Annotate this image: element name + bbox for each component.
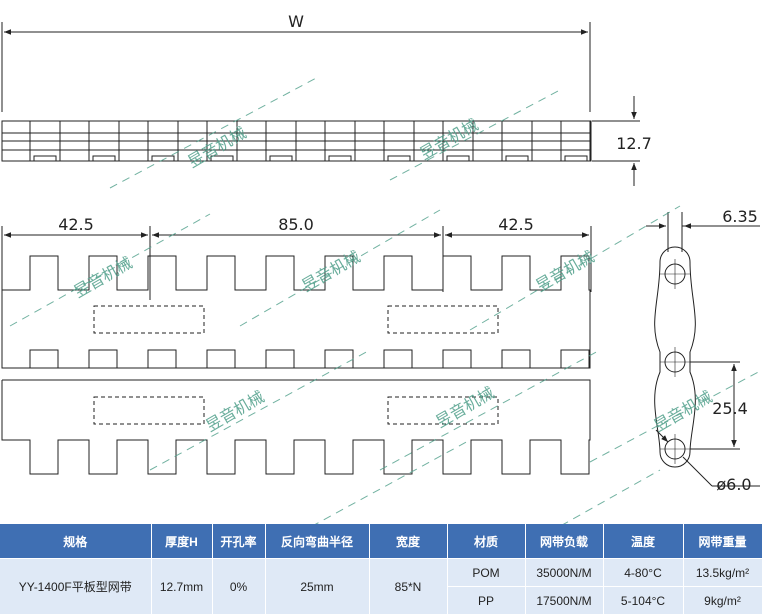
- cell-open-area: 0%: [212, 558, 266, 614]
- cell-weight: 9kg/m²: [683, 586, 762, 614]
- cell-temperature: 4-80°C: [603, 558, 684, 587]
- cell-spec: YY-1400F平板型网带: [0, 558, 152, 614]
- watermark-text: 昱音机械: [185, 123, 250, 171]
- header-spec: 规格: [0, 524, 152, 559]
- header-open-area: 开孔率: [212, 524, 266, 559]
- cell-material: PP: [447, 586, 526, 614]
- table-row: PP 17500N/M 5-104°C 9kg/m²: [0, 586, 762, 614]
- table-row: YY-1400F平板型网带 12.7mm 0% 25mm 85*N POM 35…: [0, 558, 762, 614]
- watermark-text: 昱音机械: [299, 247, 364, 295]
- module-right-label: 42.5: [498, 215, 534, 234]
- cell-thickness: 12.7mm: [151, 558, 213, 614]
- header-thickness: 厚度H: [151, 524, 213, 559]
- link-width-label: 6.35: [722, 207, 758, 226]
- hole-diameter-label: ø6.0: [716, 475, 751, 494]
- watermark-text: 昱音机械: [203, 387, 268, 435]
- header-load: 网带负载: [525, 524, 604, 559]
- header-material: 材质: [447, 524, 526, 559]
- belt-drawing: W 12.7 42.5 85.0 42.5: [1, 12, 762, 524]
- pitch-label: 25.4: [712, 399, 748, 418]
- cell-weight: 13.5kg/m²: [683, 558, 762, 587]
- cell-width: 85*N: [369, 558, 448, 614]
- spec-table: 规格 厚度H 开孔率 反向弯曲半径 宽度 材质 网带负载 温度 网带重量 YY-…: [0, 524, 762, 614]
- module-left-label: 42.5: [58, 215, 94, 234]
- cell-load: 17500N/M: [525, 586, 604, 614]
- cell-back-bend-radius: 25mm: [265, 558, 370, 614]
- cell-load: 35000N/M: [525, 558, 604, 587]
- plan-view: [1, 226, 592, 475]
- cell-material: POM: [447, 558, 526, 587]
- watermark-text: 昱音机械: [71, 253, 136, 301]
- watermark-text: 昱音机械: [651, 387, 716, 435]
- watermark-text: 昱音机械: [533, 247, 598, 295]
- side-view: [1, 22, 640, 186]
- header-temperature: 温度: [603, 524, 684, 559]
- thickness-dimension-label: 12.7: [616, 134, 652, 153]
- cell-temperature: 5-104°C: [603, 586, 684, 614]
- link-section-view: [646, 212, 760, 487]
- header-back-bend-radius: 反向弯曲半径: [265, 524, 370, 559]
- table-header-row: 规格 厚度H 开孔率 反向弯曲半径 宽度 材质 网带负载 温度 网带重量: [0, 524, 762, 559]
- header-width: 宽度: [369, 524, 448, 559]
- header-weight: 网带重量: [683, 524, 762, 559]
- module-center-label: 85.0: [278, 215, 314, 234]
- width-dimension-label: W: [288, 12, 304, 31]
